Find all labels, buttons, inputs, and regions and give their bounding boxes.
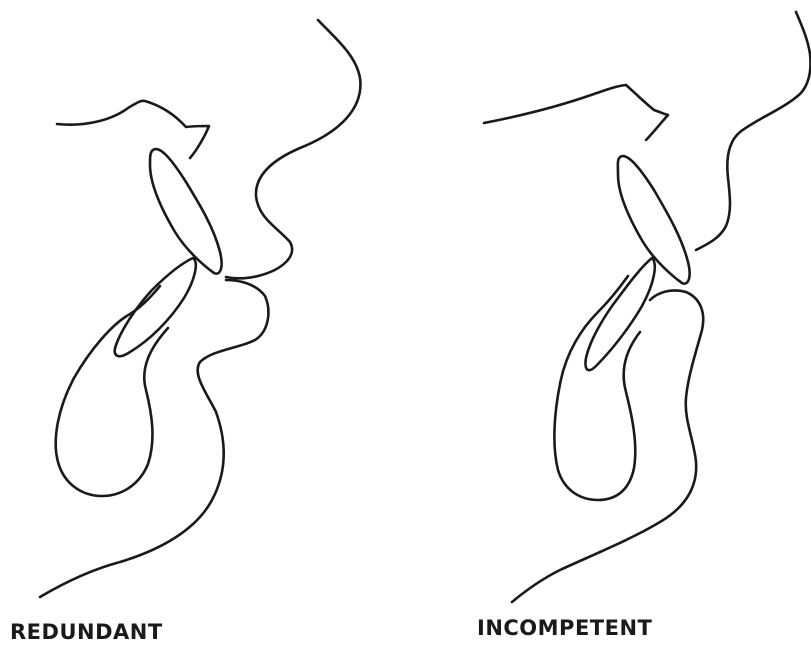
- incompetent-profile: [484, 12, 811, 602]
- redundant-cranial-base-line: [57, 101, 209, 158]
- redundant-soft-tissue-outline: [226, 20, 360, 278]
- figure-caption-redundant: REDUNDANT: [10, 620, 163, 644]
- redundant-lower-incisor: [115, 258, 196, 356]
- incompetent-lower-lip-outline: [512, 290, 703, 602]
- redundant-profile: [40, 20, 360, 597]
- incompetent-mandibular-symphysis: [554, 276, 640, 500]
- incompetent-cranial-base-line: [484, 85, 668, 140]
- incompetent-soft-tissue-outline: [696, 12, 811, 250]
- redundant-mandibular-symphysis: [56, 286, 168, 496]
- figure-caption-incompetent: INCOMPETENT: [477, 616, 652, 640]
- redundant-upper-incisor: [150, 149, 222, 274]
- redundant-lower-lip-outline: [40, 280, 268, 597]
